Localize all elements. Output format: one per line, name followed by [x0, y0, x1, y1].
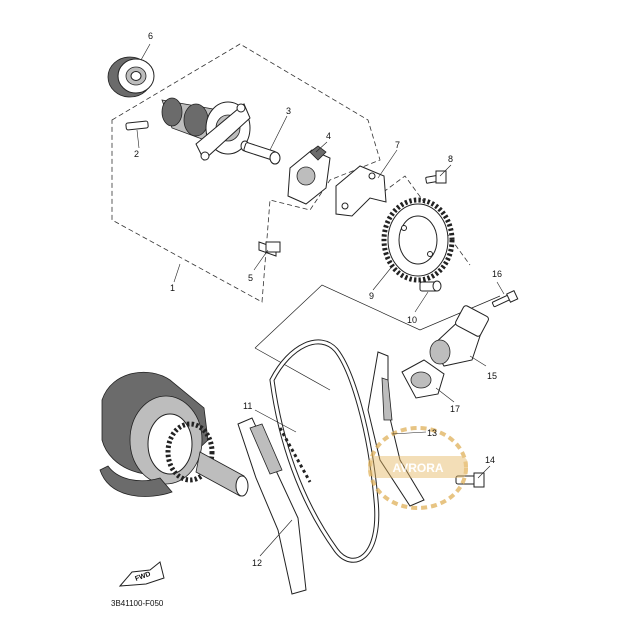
- assembly-boundary-upper: [111, 43, 381, 303]
- plate-7-part: [335, 165, 387, 217]
- callout-1: 1: [170, 283, 175, 293]
- callout-9: 9: [369, 291, 374, 301]
- crankshaft-part: [99, 371, 249, 497]
- watermark-text: AVRORA: [392, 461, 443, 475]
- chain-guide-left-part: [237, 417, 307, 595]
- camshaft-part: [161, 97, 251, 161]
- callout-15: 15: [487, 371, 497, 381]
- shaft-part: [240, 140, 281, 165]
- callout-labels: 1 2 3 4 5 6 7 8 9 10 11 12 13 14 15 16 1…: [134, 31, 502, 568]
- bolt-16-part: [491, 290, 519, 308]
- pin-part: [125, 120, 149, 131]
- bearing-part: [107, 56, 155, 98]
- callout-7: 7: [395, 140, 400, 150]
- decompressor-part: [287, 145, 331, 205]
- callout-4: 4: [326, 131, 331, 141]
- callout-5: 5: [248, 273, 253, 283]
- diagram-code: 3B41100-F050: [111, 599, 164, 608]
- callout-6: 6: [148, 31, 153, 41]
- gasket-part: [401, 359, 445, 399]
- boundary-line: [254, 347, 331, 391]
- timing-chain-part: [269, 339, 380, 563]
- callout-12: 12: [252, 558, 262, 568]
- callout-10: 10: [407, 315, 417, 325]
- leader-lines: [136, 43, 505, 557]
- watermark-logo: AVRORA: [368, 426, 468, 510]
- cam-sprocket-part: [381, 197, 455, 283]
- callout-3: 3: [286, 106, 291, 116]
- tensioner-part: [429, 305, 489, 367]
- callout-17: 17: [450, 404, 460, 414]
- callout-11: 11: [243, 401, 252, 411]
- callout-2: 2: [134, 149, 139, 159]
- callout-8: 8: [448, 154, 453, 164]
- bolt-10-part: [419, 280, 442, 292]
- callout-14: 14: [485, 455, 495, 465]
- chain-guide-right-part: [367, 351, 425, 507]
- bolt-8-part: [425, 170, 447, 184]
- callout-13: 13: [427, 428, 437, 438]
- fwd-arrow-icon: FWD: [118, 561, 165, 587]
- bolt-5-part: [258, 241, 281, 257]
- callout-16: 16: [492, 269, 502, 279]
